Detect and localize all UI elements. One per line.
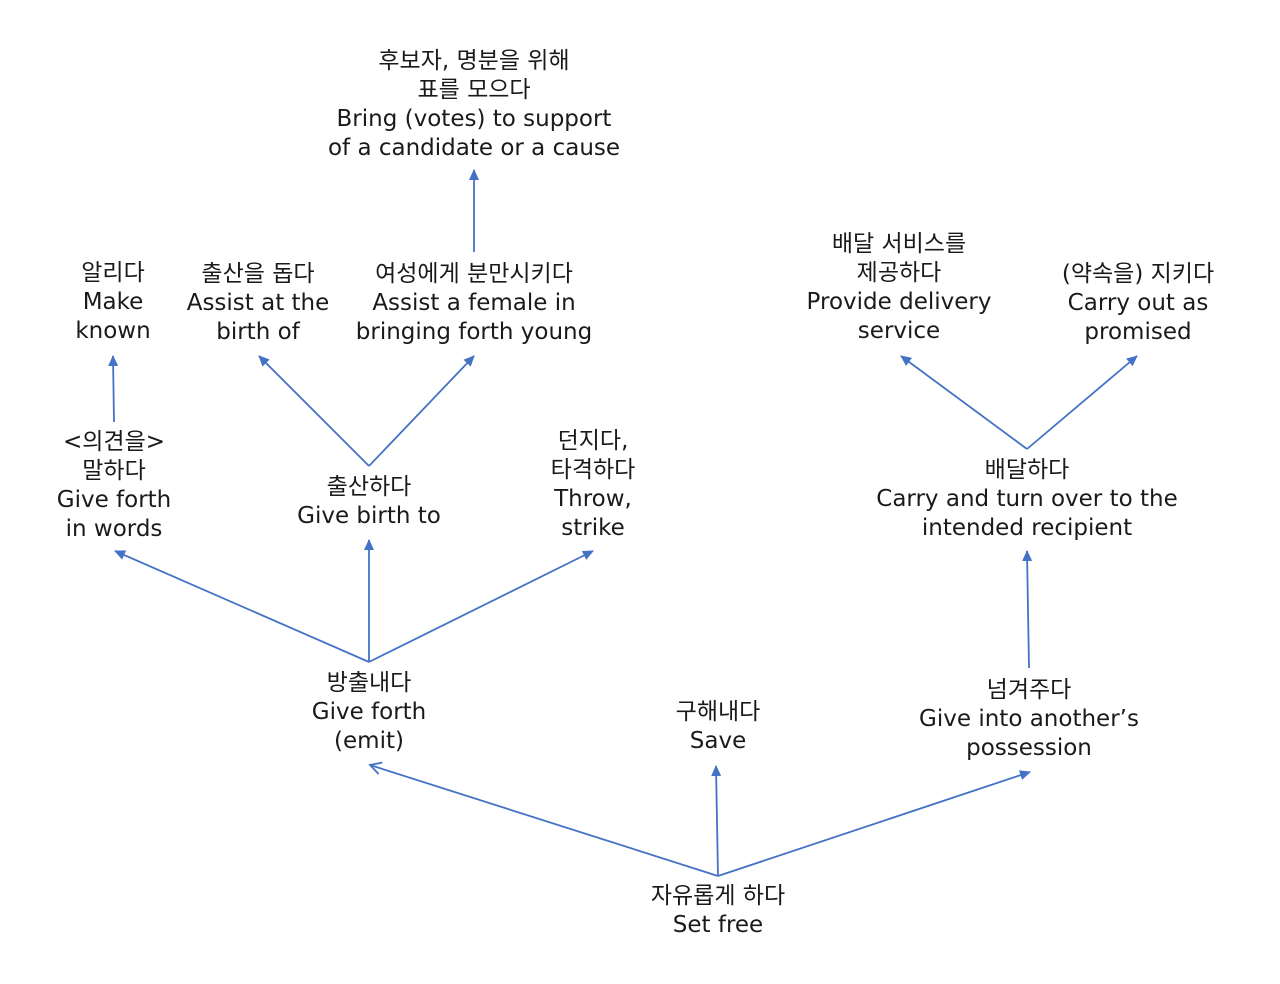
node-line: bringing forth young: [355, 319, 593, 345]
node-line: Throw,: [554, 486, 632, 512]
node-line: 방출내다: [326, 670, 412, 696]
node-line: 출산을 돕다: [201, 261, 315, 287]
node-line: in words: [65, 516, 163, 542]
edge-emit-to-throw: [368, 550, 594, 663]
node-line: 알리다: [81, 260, 145, 286]
node-line: Make: [82, 289, 144, 315]
node-line: Bring (votes) to support: [336, 106, 612, 132]
node-throw: 던지다, 타격하다 Throw, strike: [551, 427, 636, 543]
node-line: Carry and turn over to the: [876, 486, 1178, 512]
edge-deliver-to-carry-out: [1026, 355, 1138, 450]
node-deliver: 배달하다 Carry and turn over to the intended…: [876, 456, 1177, 543]
node-line: 표를 모으다: [417, 77, 531, 103]
node-line: Give birth to: [297, 503, 441, 529]
node-assist-female: 여성에게 분만시키다 Assist a female in bringing f…: [356, 260, 592, 347]
node-line: Assist at the: [186, 290, 330, 316]
node-line: 타격하다: [550, 457, 636, 483]
edge-deliver-to-delivery-service: [900, 355, 1028, 450]
edge-give-birth-to-assist-female: [368, 355, 475, 467]
node-line: strike: [561, 515, 625, 541]
node-line: 자유롭게 하다: [650, 883, 786, 909]
edge-give-words-to-make-known: [108, 355, 119, 423]
node-line: Set free: [672, 912, 764, 938]
node-carry-out: (약속을) 지키다 Carry out as promised: [1062, 260, 1214, 347]
node-line: 제공하다: [856, 260, 942, 286]
node-save: 구해내다 Save: [676, 698, 761, 756]
node-line: Provide delivery: [806, 289, 992, 315]
node-line: 배달하다: [984, 457, 1070, 483]
edge-possession-to-deliver: [1022, 550, 1033, 669]
node-possession: 넘겨주다 Give into another’s possession: [919, 676, 1139, 763]
edge-set-free-to-possession: [717, 770, 1031, 877]
node-line: 던지다,: [557, 428, 629, 454]
node-line: of a candidate or a cause: [327, 135, 621, 161]
node-line: intended recipient: [921, 515, 1133, 541]
node-assist-birth: 출산을 돕다 Assist at the birth of: [187, 260, 330, 347]
node-line: Give into another’s: [919, 706, 1139, 732]
edge-set-free-to-save: [711, 765, 722, 877]
node-line: 후보자, 명분을 위해: [378, 48, 570, 74]
edge-give-birth-to-assist-birth: [258, 355, 370, 467]
node-set-free: 자유롭게 하다 Set free: [651, 882, 785, 940]
node-votes: 후보자, 명분을 위해 표를 모으다 Bring (votes) to supp…: [328, 47, 620, 163]
node-line: 배달 서비스를: [831, 231, 967, 257]
node-line: Assist a female in: [372, 290, 576, 316]
node-line: (약속을) 지키다: [1061, 261, 1215, 287]
node-line: Carry out as: [1067, 290, 1209, 316]
node-give-birth: 출산하다 Give birth to: [297, 473, 441, 531]
node-line: 구해내다: [675, 699, 761, 725]
node-make-known: 알리다 Make known: [75, 259, 150, 346]
edge-emit-to-give-words: [114, 550, 370, 663]
node-line: 말하다: [82, 458, 146, 484]
node-line: Save: [689, 728, 747, 754]
node-line: (emit): [334, 728, 404, 754]
node-line: service: [857, 318, 941, 344]
node-line: Give forth: [311, 699, 427, 725]
node-line: possession: [966, 735, 1092, 761]
node-line: birth of: [216, 319, 300, 345]
node-line: 출산하다: [326, 474, 412, 500]
node-line: <의견을>: [62, 429, 166, 455]
node-line: 넘겨주다: [986, 677, 1072, 703]
node-emit: 방출내다 Give forth (emit): [312, 669, 427, 756]
edge-set-free-to-emit: [368, 761, 719, 877]
node-delivery-service: 배달 서비스를 제공하다 Provide delivery service: [807, 230, 992, 346]
node-line: Give forth: [56, 487, 172, 513]
node-line: 여성에게 분만시키다: [375, 261, 573, 287]
node-give-words: <의견을> 말하다 Give forth in words: [57, 428, 172, 544]
node-line: promised: [1084, 319, 1192, 345]
node-line: known: [75, 318, 151, 344]
